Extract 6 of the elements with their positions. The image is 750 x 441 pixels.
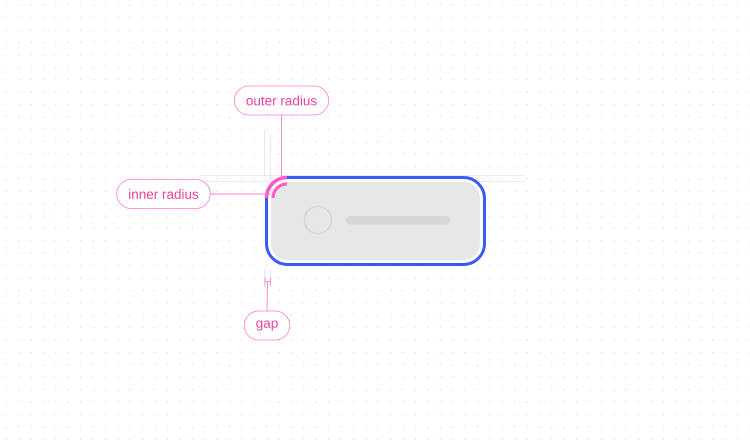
leader-line [281, 114, 282, 176]
leader-line [266, 281, 268, 312]
component-box [271, 182, 480, 260]
label-pill: outer radius [234, 86, 330, 116]
label-pill: inner radius [116, 179, 211, 209]
label-pill: gap [244, 310, 290, 340]
